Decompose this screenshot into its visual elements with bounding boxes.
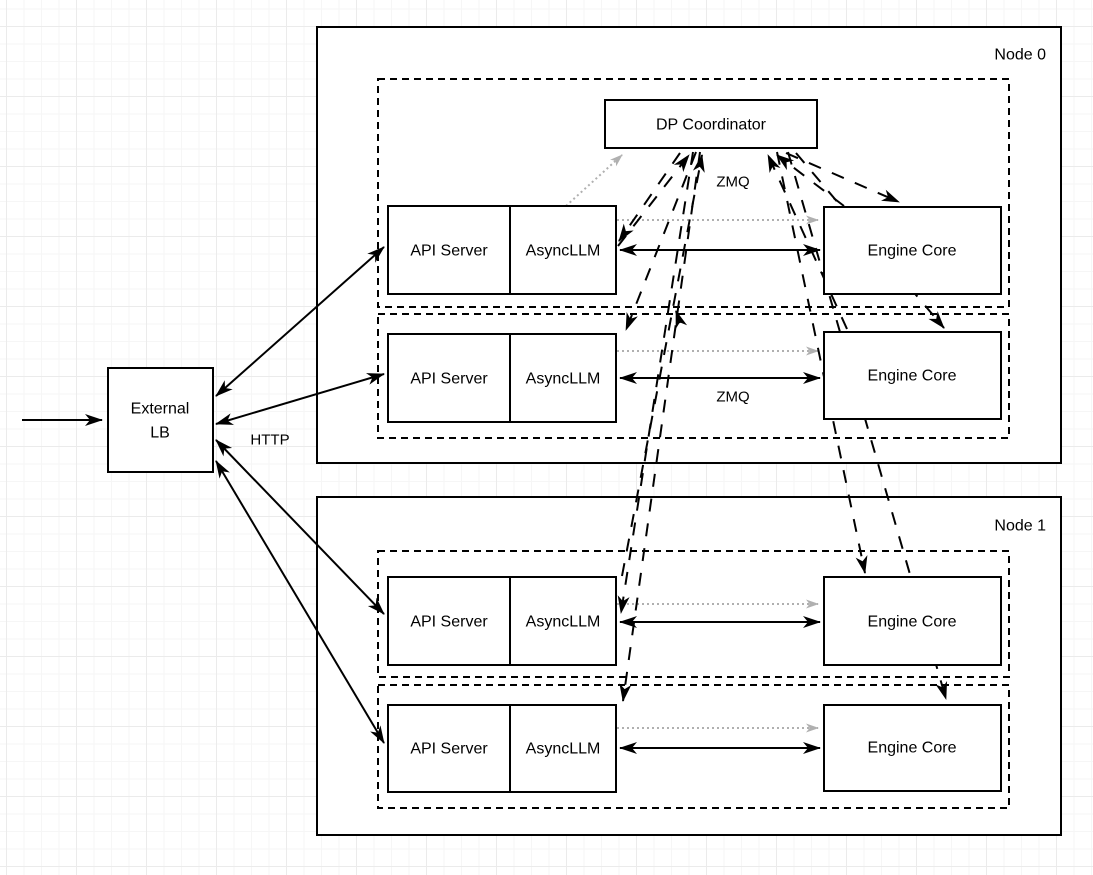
engine-core-label-n0r1: Engine Core — [868, 243, 957, 260]
edge-async1-to-coordinator-dashed — [617, 154, 690, 247]
api-server-label-n1r2: API Server — [410, 741, 488, 758]
engine-core-label-n1r1: Engine Core — [868, 614, 957, 631]
edge-coordinator-to-async1-dashed — [618, 152, 681, 242]
engine-core-label-n1r2: Engine Core — [868, 740, 957, 757]
edge-coordinator-to-async4-dashed — [619, 151, 701, 702]
asyncllm-label-n0r1: AsyncLLM — [526, 243, 601, 260]
edge-coordinator-to-engine3-dashed — [776, 151, 868, 574]
edge-lb-api2 — [215, 373, 385, 425]
node1-label: Node 1 — [994, 518, 1046, 535]
asyncllm-label-n1r2: AsyncLLM — [526, 741, 601, 758]
external-lb-label-line1: External — [131, 401, 190, 418]
engine-core-box-node1-row2 — [823, 704, 1002, 792]
dp-coordinator-box — [604, 99, 818, 149]
dp-coordinator-label: DP Coordinator — [656, 117, 767, 134]
asyncllm-label-n1r1: AsyncLLM — [526, 614, 601, 631]
asyncllm-label-n0r2: AsyncLLM — [526, 371, 601, 388]
http-edge-label: HTTP — [250, 432, 289, 449]
edge-engine2-to-coordinator-dashed — [767, 154, 848, 330]
engine-core-box-node1-row1 — [823, 576, 1002, 666]
api-server-label-n1r1: API Server — [410, 614, 488, 631]
external-lb-box — [107, 367, 214, 473]
api-server-label-n0r2: API Server — [410, 371, 488, 388]
node0-label: Node 0 — [994, 47, 1046, 64]
api-async-box-node1-row2 — [387, 704, 617, 793]
edge-coordinator-to-async2-dashed — [625, 151, 697, 331]
edge-coordinator-to-engine1-dashed — [785, 152, 900, 203]
api-async-box-node0-row1 — [387, 205, 617, 295]
zmq-engine-label: ZMQ — [716, 389, 749, 406]
edge-async3-to-coordinator-dashed — [621, 154, 705, 577]
zmq-coordinator-label: ZMQ — [716, 174, 749, 191]
engine-core-label-n0r2: Engine Core — [868, 368, 957, 385]
api-async-box-node0-row2 — [387, 333, 617, 423]
engine-core-box-node0-row2 — [823, 331, 1002, 420]
api-async-box-node1-row1 — [387, 576, 617, 666]
edge-coordinator-to-engine4-dashed — [787, 151, 948, 700]
engine-core-box-node0-row1 — [823, 206, 1002, 295]
api-server-label-n0r1: API Server — [410, 243, 488, 260]
external-lb-label-line2: LB — [150, 425, 170, 442]
edge-lb-api1 — [215, 246, 385, 397]
edge-lb-api4 — [215, 460, 385, 744]
